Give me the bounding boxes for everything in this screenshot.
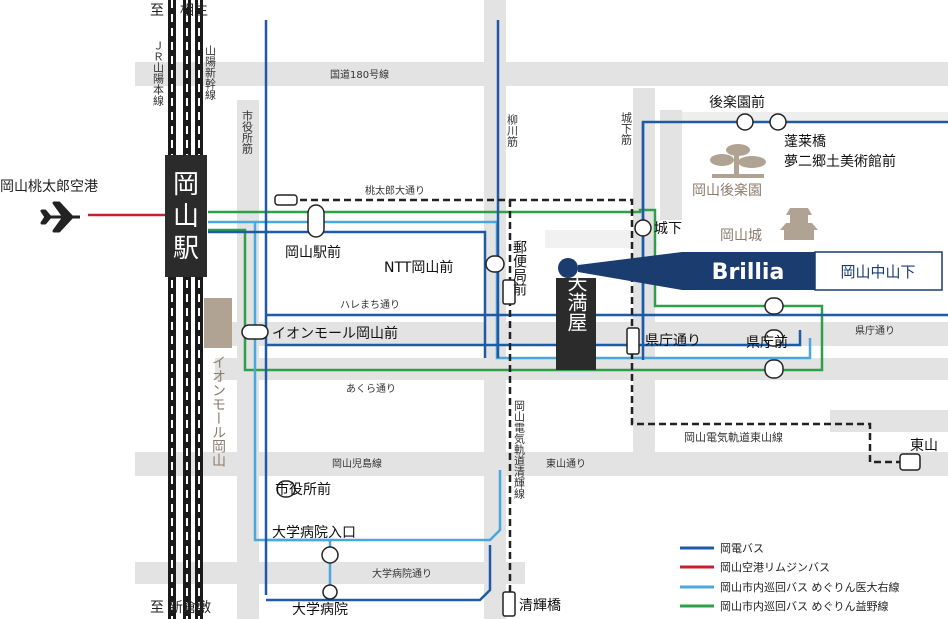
road-shiroshita-suji: 城下筋 [620,112,633,146]
brillia-site: 岡山中山下 [840,263,915,281]
castle-icon [780,208,818,240]
road-network [135,0,948,619]
stop-korakuenmae: 後楽園前 [709,94,765,111]
meguri-idaiu-route-east [268,470,502,542]
tram-higashiyama [300,198,920,464]
brillia-banner: Brillia 岡山中山下 [558,251,943,291]
labels: 至 相生 至 新倉敷 ＪＲ山陽本線 山陽新幹線 岡山桃太郎空港 イオンモール岡山… [0,3,938,618]
landmark-korakuen: 岡山後楽園 [692,183,762,199]
legend: 岡電バス 岡山空港リムジンバス 岡山市内巡回バス めぐりん医大右線 岡山市内巡回… [680,542,900,613]
bottom-direction-prefix: 至 [150,600,164,616]
stop-kenchodori: 県庁通り [645,333,701,349]
top-direction-name: 相生 [180,3,208,19]
bus-routes [88,20,948,602]
road-higashiyama-st: 東山通り [546,457,586,470]
okayama-station-box: 岡 山 駅 [165,155,207,277]
stop-horaibashi-2: 夢二郷土美術館前 [784,153,896,170]
road-daigaku: 大学病院通り [372,567,432,580]
top-direction-prefix: 至 [150,3,164,19]
road-yanagawa-suji: 柳川筋 [506,113,519,148]
road-r180: 国道180号線 [330,68,389,81]
legend-item-meguri-ekiya: 岡山市内巡回バス めぐりん益野線 [720,599,889,613]
jr-railway [168,0,203,619]
stop-daigaku-iriguchi: 大学病院入口 [272,525,356,541]
stop-aeon-mae: イオンモール岡山前 [272,325,398,342]
stop-higashiyama: 東山 [910,438,938,454]
road-kojima: 岡山児島線 [332,457,382,470]
station-name-1: 岡 [173,170,199,200]
road-akura: あくら通り [346,383,396,395]
stop-ntt: NTT岡山前 [384,259,453,276]
brillia-brand: Brillia [712,260,785,285]
road-momotaro: 桃太郎大通り [365,184,425,197]
legend-item-meguri-idaiu: 岡山市内巡回バス めぐりん医大右線 [720,580,900,594]
stop-seikibashi: 清輝橋 [519,598,561,614]
aeon-mall-block [204,298,232,348]
tenmaya-box: 天満屋 [556,272,596,370]
stop-shiroshita: 城下 [654,221,682,237]
stop-yubinkyoku: 郵便局前 [511,240,527,297]
station-name-2: 山 [173,202,199,232]
station-name-3: 駅 [173,234,199,264]
airport-label: 岡山桃太郎空港 [0,179,98,195]
tram-lines [300,198,920,600]
shinkansen-label: 山陽新幹線 [204,45,217,100]
road-shiyakusho-suji: 市役所筋 [241,109,254,155]
meguri-ekiya-route [208,208,824,372]
airplane-icon [40,201,80,233]
legend-item-airport: 岡山空港リムジンバス [720,560,830,574]
road-kencho-st: 県庁通り [855,324,895,337]
bottom-direction-name: 新倉敷 [169,600,211,616]
landmark-castle: 岡山城 [720,228,762,244]
legend-item-okaden: 岡電バス [720,542,764,555]
stop-okayama-ekimae: 岡山駅前 [285,244,341,261]
jr-line-label: ＪＲ山陽本線 [152,40,165,106]
stop-horaibashi-1: 蓬莱橋 [784,134,826,150]
stop-markers [241,113,921,617]
tram-seiki-label: 岡山電気軌道清輝線 [513,400,526,499]
road-hare: ハレまち通り [340,299,400,311]
tram-higashiyama-label: 岡山電気軌道東山線 [684,430,783,444]
stop-kenchomae: 県庁前 [746,334,788,351]
tenmaya-label: 天満屋 [564,272,588,332]
stop-daigaku: 大学病院 [292,602,348,618]
korakuen-tree-icon [710,144,766,178]
stop-shiyakusho: 市役所前 [275,481,331,498]
aeon-mall-vertical-label: イオンモール岡山 [210,355,226,467]
